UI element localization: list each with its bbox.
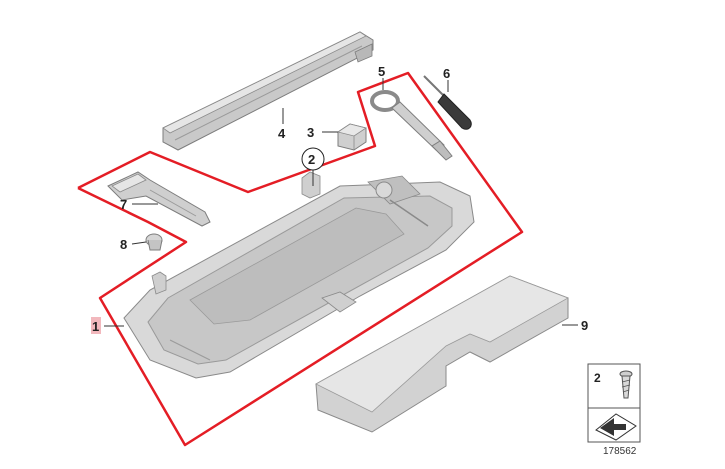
callout-6: 6 bbox=[443, 66, 450, 81]
foam-insert-part bbox=[315, 275, 569, 433]
rail-part bbox=[162, 31, 374, 151]
callout-2: 2 bbox=[308, 152, 315, 167]
leader-8 bbox=[131, 241, 147, 245]
legend-box: 2 bbox=[587, 363, 641, 443]
clip-part bbox=[337, 123, 367, 151]
callout-1-highlight bbox=[91, 317, 101, 334]
screw-icon bbox=[619, 370, 633, 399]
callout-2-circle bbox=[301, 147, 325, 171]
callout-1: 1 bbox=[92, 319, 99, 334]
towing-eye-part bbox=[370, 90, 453, 161]
callout-3: 3 bbox=[307, 125, 314, 140]
legend-item-number: 2 bbox=[594, 371, 601, 385]
tray-part bbox=[123, 171, 475, 379]
assembly-boundary bbox=[77, 71, 524, 447]
callout-7: 7 bbox=[120, 197, 127, 212]
callout-9: 9 bbox=[581, 318, 588, 333]
bracket-part bbox=[107, 171, 211, 227]
callout-8: 8 bbox=[120, 237, 127, 252]
callout-5: 5 bbox=[378, 64, 385, 79]
callout-4: 4 bbox=[278, 126, 286, 141]
plug-part bbox=[145, 233, 163, 251]
screwdriver-part bbox=[423, 75, 472, 130]
reference-number: 178562 bbox=[603, 446, 637, 457]
direction-arrow-icon bbox=[595, 413, 637, 441]
